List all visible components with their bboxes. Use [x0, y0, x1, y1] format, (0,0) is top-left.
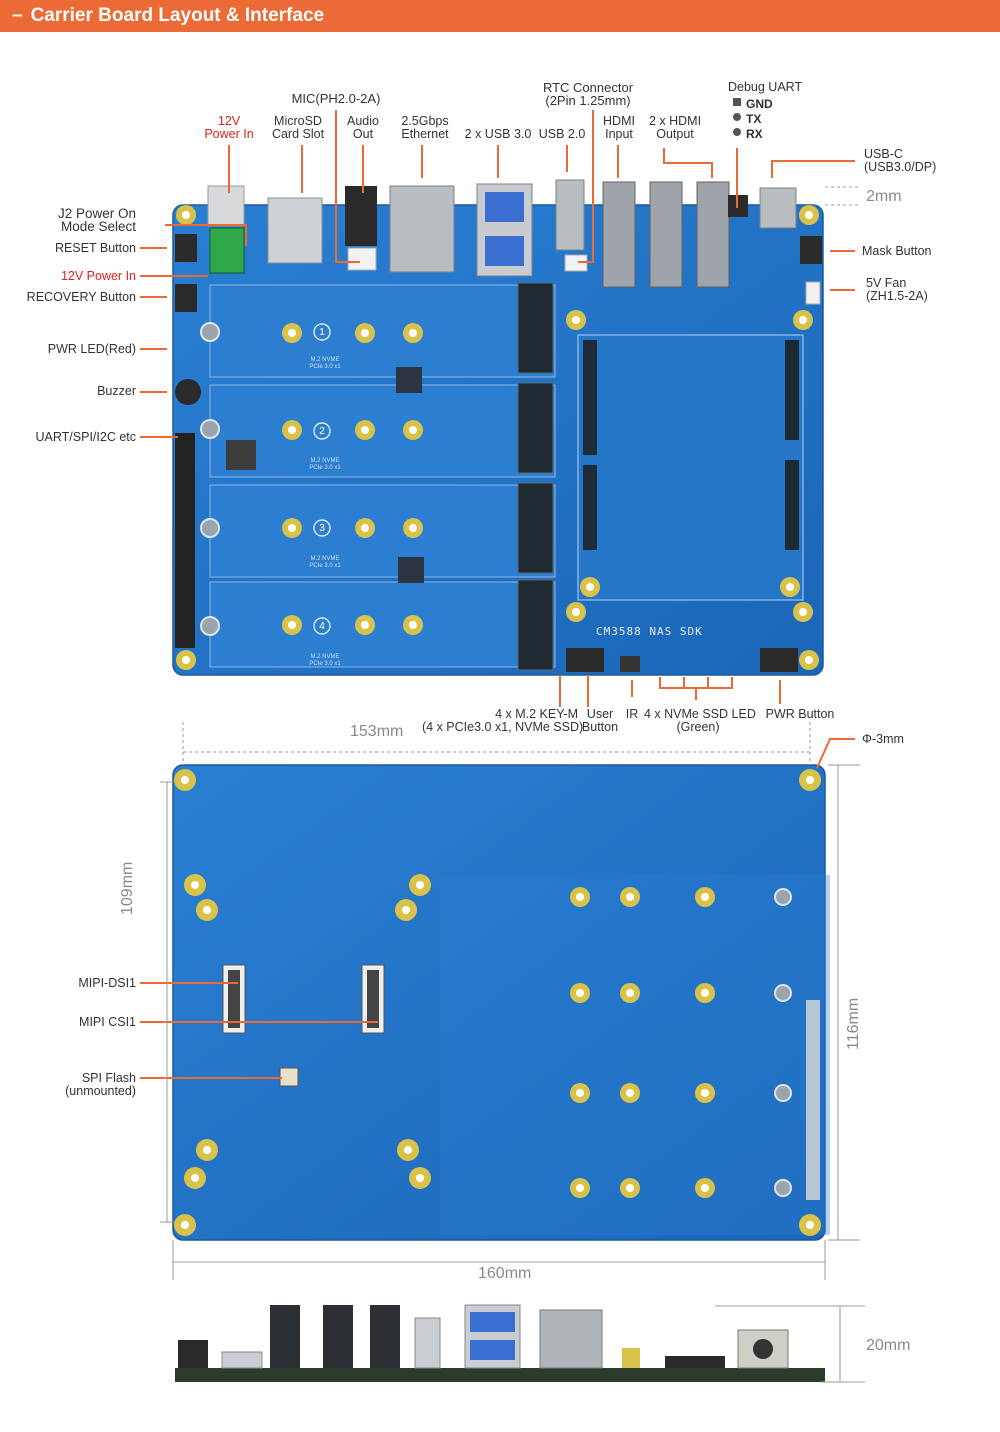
label-mic: MIC(PH2.0-2A) [291, 91, 381, 106]
label-line: M.2 NVME [310, 654, 340, 660]
label-ir: IR [625, 707, 639, 721]
label-line: 2.5Gbps [401, 114, 449, 128]
dimension-lines [160, 186, 865, 1383]
bottom-board [172, 764, 830, 1241]
label-line: PCIe 3.0 x1 [309, 563, 341, 569]
label-line: Button [581, 720, 619, 734]
label-line: HDMI [603, 114, 635, 128]
label-line: Output [656, 127, 694, 141]
label-line: Out [352, 127, 374, 141]
dim-116mm: 116mm [845, 997, 862, 1050]
label-line: MicroSD [274, 114, 322, 128]
label-recovery-button: RECOVERY Button [26, 290, 136, 304]
label-line: PCIe 3.0 x1 [309, 465, 341, 471]
label-audio-out: Audio Out [338, 115, 388, 141]
label-hdmi-input: HDMI Input [596, 115, 642, 141]
top-board [172, 179, 824, 676]
slot-number-2: 2 [319, 426, 325, 437]
label-ethernet: 2.5Gbps Ethernet [394, 115, 456, 141]
label-line: 4 x NVMe SSD LED [644, 707, 756, 721]
label-mipi-dsi1: MIPI-DSI1 [78, 976, 136, 990]
label-line: 2 x HDMI [648, 114, 702, 128]
label-debug-rx: RX [746, 127, 763, 141]
label-mask-button: Mask Button [862, 244, 932, 258]
label-line: 5V Fan [866, 276, 907, 290]
m2-caption-3: M.2 NVME PCIe 3.0 x1 [300, 556, 350, 570]
label-line: Ethernet [401, 127, 449, 141]
dim-2mm: 2mm [866, 188, 902, 205]
label-line: SPI Flash [81, 1071, 136, 1085]
label-line: RTC Connector [542, 80, 634, 95]
label-pwr-button: PWR Button [765, 707, 835, 721]
label-5v-fan: 5V Fan (ZH1.5-2A) [866, 277, 928, 303]
leader-lines [140, 110, 855, 1079]
m2-caption-4: M.2 NVME PCIe 3.0 x1 [300, 654, 350, 668]
label-line: User [586, 707, 614, 721]
label-line: Audio [347, 114, 379, 128]
label-line: Card Slot [271, 127, 325, 141]
board-sdk-text: CM3588 NAS SDK [596, 625, 703, 638]
label-nvme-ssd-led: 4 x NVMe SSD LED (Green) [644, 707, 756, 734]
label-line: (2Pin 1.25mm) [545, 93, 631, 108]
dim-153mm: 153mm [350, 723, 404, 740]
label-line: 12V [217, 114, 241, 128]
label-usb20: USB 2.0 [538, 127, 586, 141]
label-usbc: USB-C (USB3.0/DP) [864, 148, 936, 174]
dim-109mm: 109mm [119, 861, 136, 915]
label-12v-power-in-top: 12V Power In [203, 115, 255, 141]
label-line: Mode Select [60, 219, 136, 234]
dim-20mm: 20mm [866, 1337, 911, 1354]
label-buzzer: Buzzer [97, 384, 136, 398]
slot-number-4: 4 [319, 621, 325, 632]
label-spi-flash: SPI Flash (unmounted) [20, 1072, 136, 1098]
side-view-board [175, 1304, 825, 1382]
section-header: – Carrier Board Layout & Interface [0, 0, 1000, 32]
m2-caption-2: M.2 NVME PCIe 3.0 x1 [300, 458, 350, 472]
label-line: (Green) [676, 720, 720, 734]
label-line: (unmounted) [65, 1084, 136, 1098]
label-m2-key-m: 4 x M.2 KEY-M (4 x PCIe3.0 x1, NVMe SSD) [422, 707, 584, 734]
label-debug-tx: TX [746, 112, 762, 126]
label-mipi-csi1: MIPI CSI1 [79, 1015, 136, 1029]
label-line: M.2 NVME [310, 458, 340, 464]
header-dash: – [12, 5, 23, 26]
header-title: Carrier Board Layout & Interface [30, 5, 325, 26]
label-hdmi-output: 2 x HDMI Output [645, 115, 705, 141]
label-debug-gnd: GND [746, 97, 773, 111]
label-user-button: User Button [576, 708, 624, 734]
label-line: M.2 NVME [310, 556, 340, 562]
label-reset-button: RESET Button [54, 241, 136, 255]
slot-number-1: 1 [319, 327, 325, 338]
label-12v-power-in-left: 12V Power In [60, 269, 136, 283]
label-usb30: 2 x USB 3.0 [464, 127, 532, 141]
m2-caption-1: M.2 NVME PCIe 3.0 x1 [300, 357, 350, 371]
slot-number-3: 3 [319, 523, 325, 534]
label-line: Power In [204, 127, 254, 141]
label-line: Input [605, 127, 633, 141]
label-line: M.2 NVME [310, 357, 340, 363]
label-phi-3mm: Φ-3mm [862, 732, 904, 746]
label-line: PCIe 3.0 x1 [309, 364, 341, 370]
label-debug-uart: Debug UART [728, 80, 803, 94]
label-line: PCIe 3.0 x1 [309, 661, 341, 667]
label-rtc: RTC Connector (2Pin 1.25mm) [530, 81, 646, 107]
label-line: (ZH1.5-2A) [866, 289, 928, 303]
label-line: USB-C [864, 147, 903, 161]
label-pwr-led: PWR LED(Red) [47, 342, 136, 356]
label-line: 4 x M.2 KEY-M [495, 707, 578, 721]
label-line: (USB3.0/DP) [864, 160, 937, 174]
label-line: (4 x PCIe3.0 x1, NVMe SSD) [422, 720, 584, 734]
label-microsd: MicroSD Card Slot [265, 115, 331, 141]
dim-160mm: 160mm [478, 1265, 532, 1282]
label-line: J2 Power On [57, 206, 136, 221]
label-uart-spi-i2c: UART/SPI/I2C etc [35, 430, 137, 444]
label-j2-power-on: J2 Power On Mode Select [20, 206, 136, 234]
